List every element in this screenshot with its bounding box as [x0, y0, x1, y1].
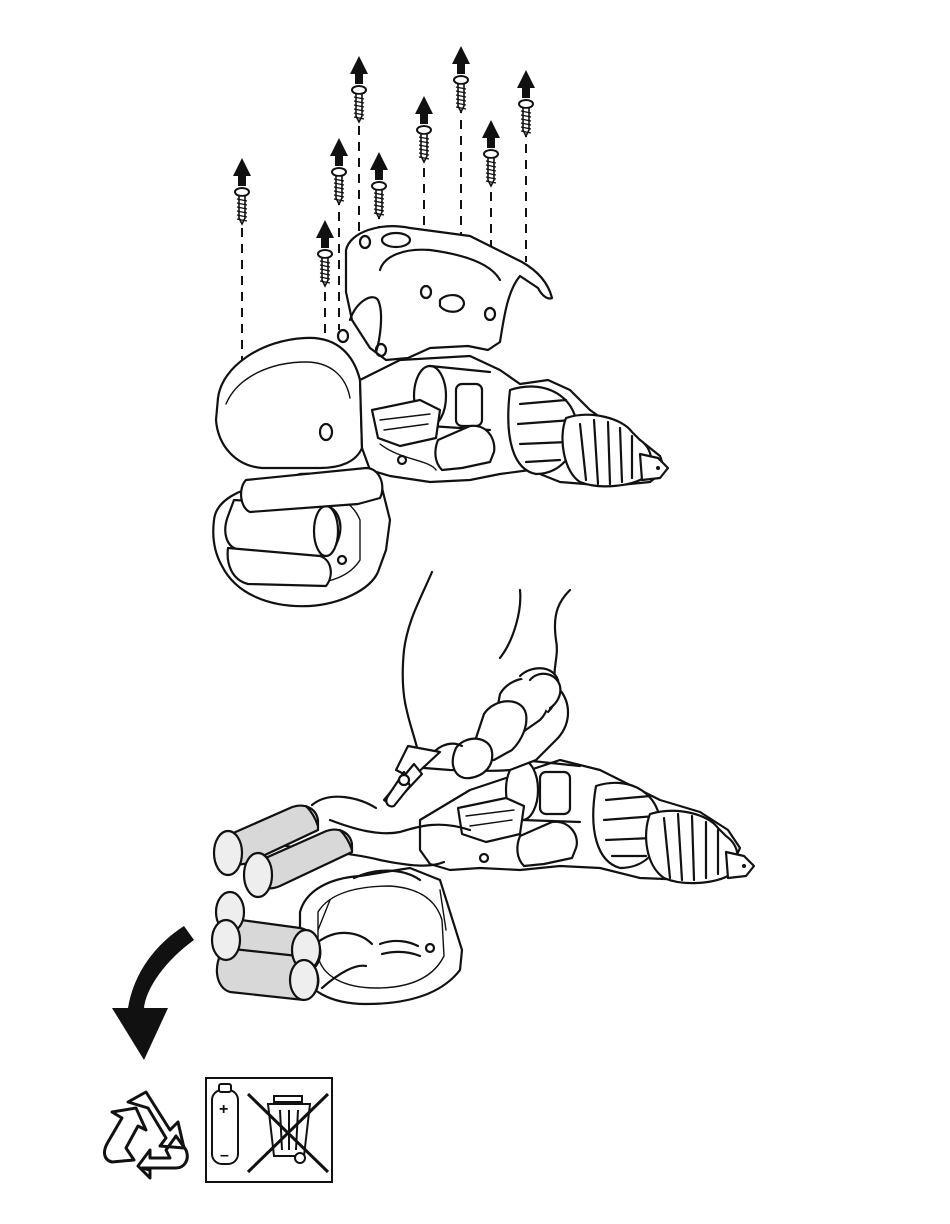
up-arrow-icon [517, 70, 535, 98]
weee-battery-disposal-symbol: + – [206, 1078, 332, 1182]
up-arrow-icon [482, 120, 500, 148]
up-arrow-icon [350, 56, 368, 84]
battery-icon: + – [212, 1084, 238, 1164]
step-cut-battery-wires [212, 572, 754, 1004]
screw-1 [233, 158, 251, 224]
drill-upper-housing [338, 226, 552, 360]
screw-3 [330, 138, 348, 204]
screw-7 [452, 46, 470, 112]
screw-9 [517, 70, 535, 136]
battery-compartment-open [300, 868, 462, 1004]
screw-6 [415, 96, 433, 162]
drill-lower-housing [360, 356, 668, 486]
step-remove-housing-screws [213, 46, 668, 606]
battery-end-cap [216, 338, 362, 468]
recycle-icon [105, 1092, 188, 1178]
up-arrow-icon [330, 138, 348, 166]
up-arrow-icon [316, 220, 334, 248]
up-arrow-icon [415, 96, 433, 124]
up-arrow-icon [233, 158, 251, 186]
battery-plus-label: + [219, 1101, 228, 1118]
up-arrow-icon [370, 152, 388, 180]
screw-2 [316, 220, 334, 286]
up-arrow-icon [452, 46, 470, 74]
screw-4 [350, 56, 368, 122]
battery-compartment [213, 468, 390, 606]
battery-minus-label: – [220, 1147, 229, 1164]
disposal-arrow [112, 926, 194, 1060]
screw-8 [482, 120, 500, 186]
screw-5 [370, 152, 388, 218]
